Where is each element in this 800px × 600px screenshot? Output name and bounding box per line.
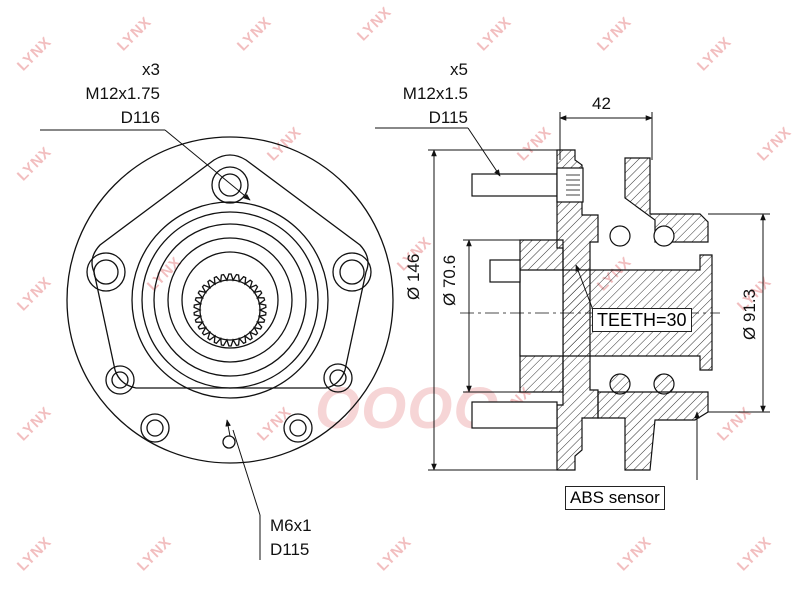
side-top-count: x5	[450, 60, 468, 79]
side-top-thread: M12x1.5	[402, 84, 468, 103]
bearing-ball-1	[609, 225, 631, 247]
hub-ring-2	[153, 223, 307, 377]
bearing-ball-2	[653, 225, 675, 247]
stud-hole-4	[105, 365, 135, 395]
small-thread-hole	[222, 435, 236, 449]
stud-hole-1	[323, 363, 353, 393]
side-top-diameter: D115	[428, 108, 468, 127]
front-top-count: x3	[142, 60, 160, 79]
spline-root	[199, 279, 261, 341]
front-view	[66, 136, 394, 464]
knuckle-bottom	[597, 391, 709, 471]
stud-bottom	[471, 401, 558, 429]
inner-diameter-label: Ø 70.6	[440, 254, 459, 306]
mount-hole-left	[93, 259, 119, 285]
side-view-dimensions	[375, 112, 770, 480]
stud-mid	[489, 259, 521, 283]
stud-hole-1-inner	[329, 369, 347, 387]
bearing-diameter-label: Ø 91.3	[740, 288, 759, 340]
mount-hole-right	[339, 259, 365, 285]
teeth-label: TEETH=30	[592, 308, 692, 332]
front-view-leaders	[40, 129, 261, 560]
flange-outer-circle	[66, 136, 394, 464]
front-top-diameter: D116	[120, 108, 160, 127]
stud-top	[471, 173, 558, 197]
stud-hole-3-inner	[146, 419, 164, 437]
mount-hole-top	[218, 173, 242, 197]
front-top-thread: M12x1.75	[85, 84, 160, 103]
spline-lines	[566, 174, 580, 196]
triangular-flange	[91, 154, 369, 389]
abs-sensor-label: ABS sensor	[565, 486, 665, 510]
knuckle-top	[624, 157, 709, 243]
bearing-ball-3	[609, 373, 631, 395]
front-bottom-thread: M6x1	[270, 516, 312, 535]
mount-boss-right	[332, 252, 372, 292]
stud-hole-2-inner	[289, 419, 307, 437]
flange-inner-circle	[131, 201, 329, 399]
width-dimension: 42	[592, 94, 611, 113]
hub-ring-4	[181, 251, 279, 349]
stud-hole-2	[283, 413, 313, 443]
bearing-ball-4	[653, 373, 675, 395]
hub-ring-3	[167, 237, 293, 363]
stud-hole-4-inner	[111, 371, 129, 389]
mount-boss-left	[86, 252, 126, 292]
mount-boss-top	[211, 166, 249, 204]
front-bottom-diameter: D115	[270, 540, 310, 559]
outer-diameter-label: Ø 146	[404, 253, 423, 300]
stud-hole-3	[140, 413, 170, 443]
spline-teeth	[193, 273, 267, 347]
